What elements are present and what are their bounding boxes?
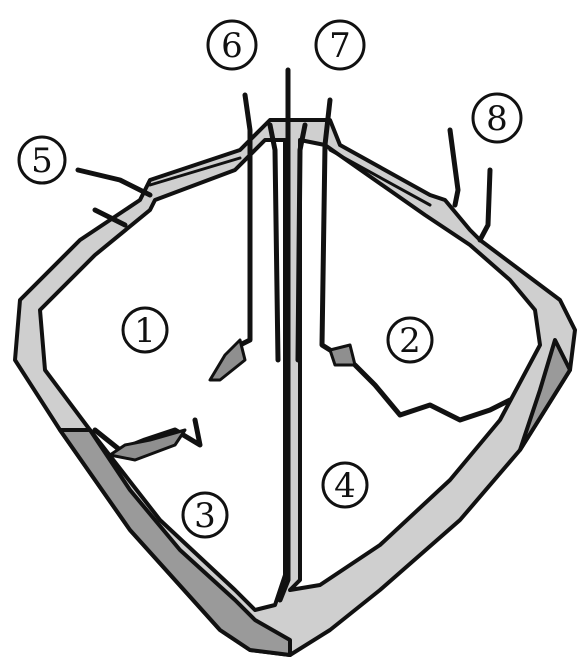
label-4: 4 [323,463,367,507]
label-7-text: 7 [329,26,351,66]
right-valve-flap-upper [330,345,355,365]
label-2: 2 [388,318,432,362]
label-3: 3 [183,493,227,537]
vessel-5 [78,170,150,195]
label-1: 1 [123,308,167,352]
label-8: 8 [473,94,521,142]
label-3-text: 3 [194,496,216,536]
vessel-8-left [450,130,458,205]
label-5: 5 [19,137,65,183]
label-2-text: 2 [399,321,421,361]
label-4-text: 4 [334,466,356,506]
label-6-text: 6 [221,26,243,66]
label-5-text: 5 [31,141,53,181]
label-8-text: 8 [486,99,508,139]
label-1-text: 1 [134,311,156,351]
label-7: 7 [316,21,364,69]
vessel-8-right [480,170,490,240]
label-6: 6 [208,21,256,69]
